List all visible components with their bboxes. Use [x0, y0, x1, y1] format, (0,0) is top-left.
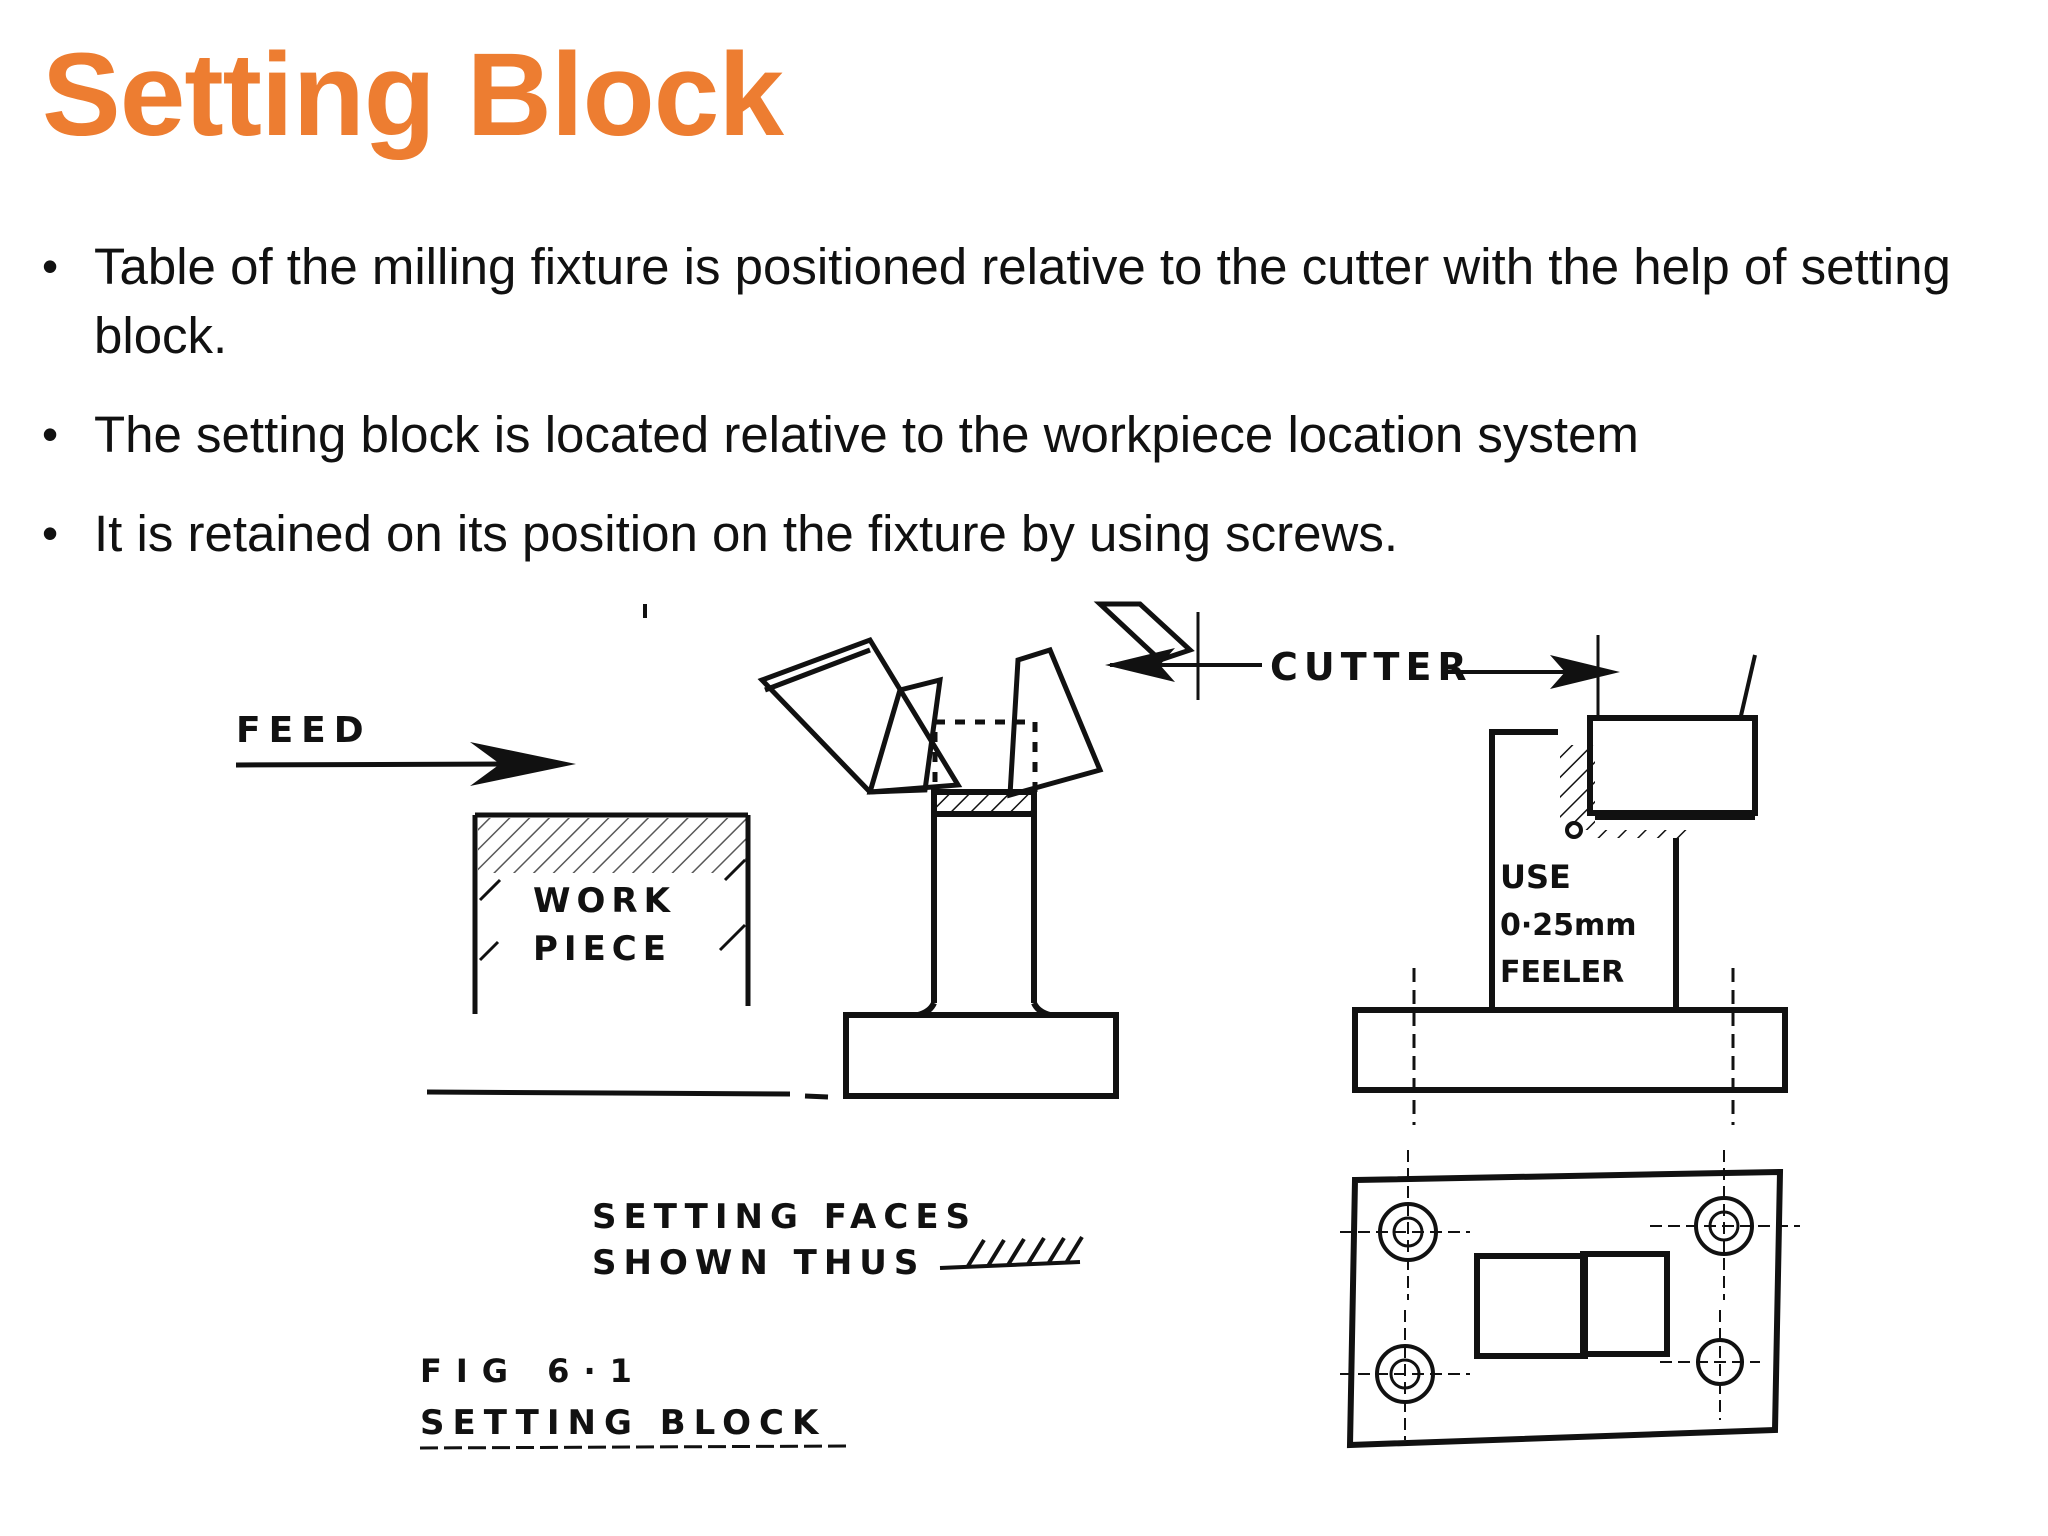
setting-block-side — [843, 789, 1119, 1099]
workpiece — [472, 812, 751, 1014]
hatch-legend-icon — [939, 1235, 1084, 1270]
bullet-dot-icon: • — [42, 507, 59, 559]
figure-caption: SETTING BLOCK — [420, 1403, 826, 1443]
bullet-text: The setting block is located relative to… — [94, 406, 1639, 463]
slide-title: Setting Block — [42, 29, 784, 161]
setting-block-plan — [1340, 1150, 1800, 1449]
setting-faces-label: SETTING FACES — [592, 1197, 977, 1237]
bullet-dot-icon: • — [42, 240, 59, 292]
cutter-teeth — [757, 601, 1195, 799]
table-line — [426, 1089, 791, 1097]
figure-number: FIG 6·1 — [420, 1352, 646, 1390]
use-label: USE — [1500, 858, 1571, 896]
shown-thus-label: SHOWN THUS — [592, 1243, 925, 1283]
work-label: WORK — [533, 881, 676, 921]
cutter-arrows — [1105, 612, 1620, 715]
bullet-dot-icon: • — [42, 408, 59, 460]
bullet-item: • It is retained on its position on the … — [42, 499, 2002, 568]
bullet-list: • Table of the milling fixture is positi… — [42, 232, 2002, 598]
feeler-size-label: 0·25mm — [1500, 908, 1637, 943]
feeler-label: FEELER — [1500, 955, 1624, 990]
bullet-text: Table of the milling fixture is position… — [94, 238, 1951, 364]
bullet-item: • Table of the milling fixture is positi… — [42, 232, 2002, 370]
bullet-item: • The setting block is located relative … — [42, 400, 2002, 469]
setting-block-drawing: FEED WORK PIECE — [235, 601, 1800, 1450]
piece-label: PIECE — [533, 929, 672, 969]
table-line-dash — [804, 1093, 829, 1100]
cutter-label: CUTTER — [1270, 645, 1473, 689]
bullet-text: It is retained on its position on the fi… — [94, 505, 1398, 562]
setting-block-end — [1352, 654, 1788, 1125]
feed-arrow — [235, 742, 576, 786]
feed-label: FEED — [236, 710, 372, 751]
caption-underline — [419, 1444, 851, 1450]
